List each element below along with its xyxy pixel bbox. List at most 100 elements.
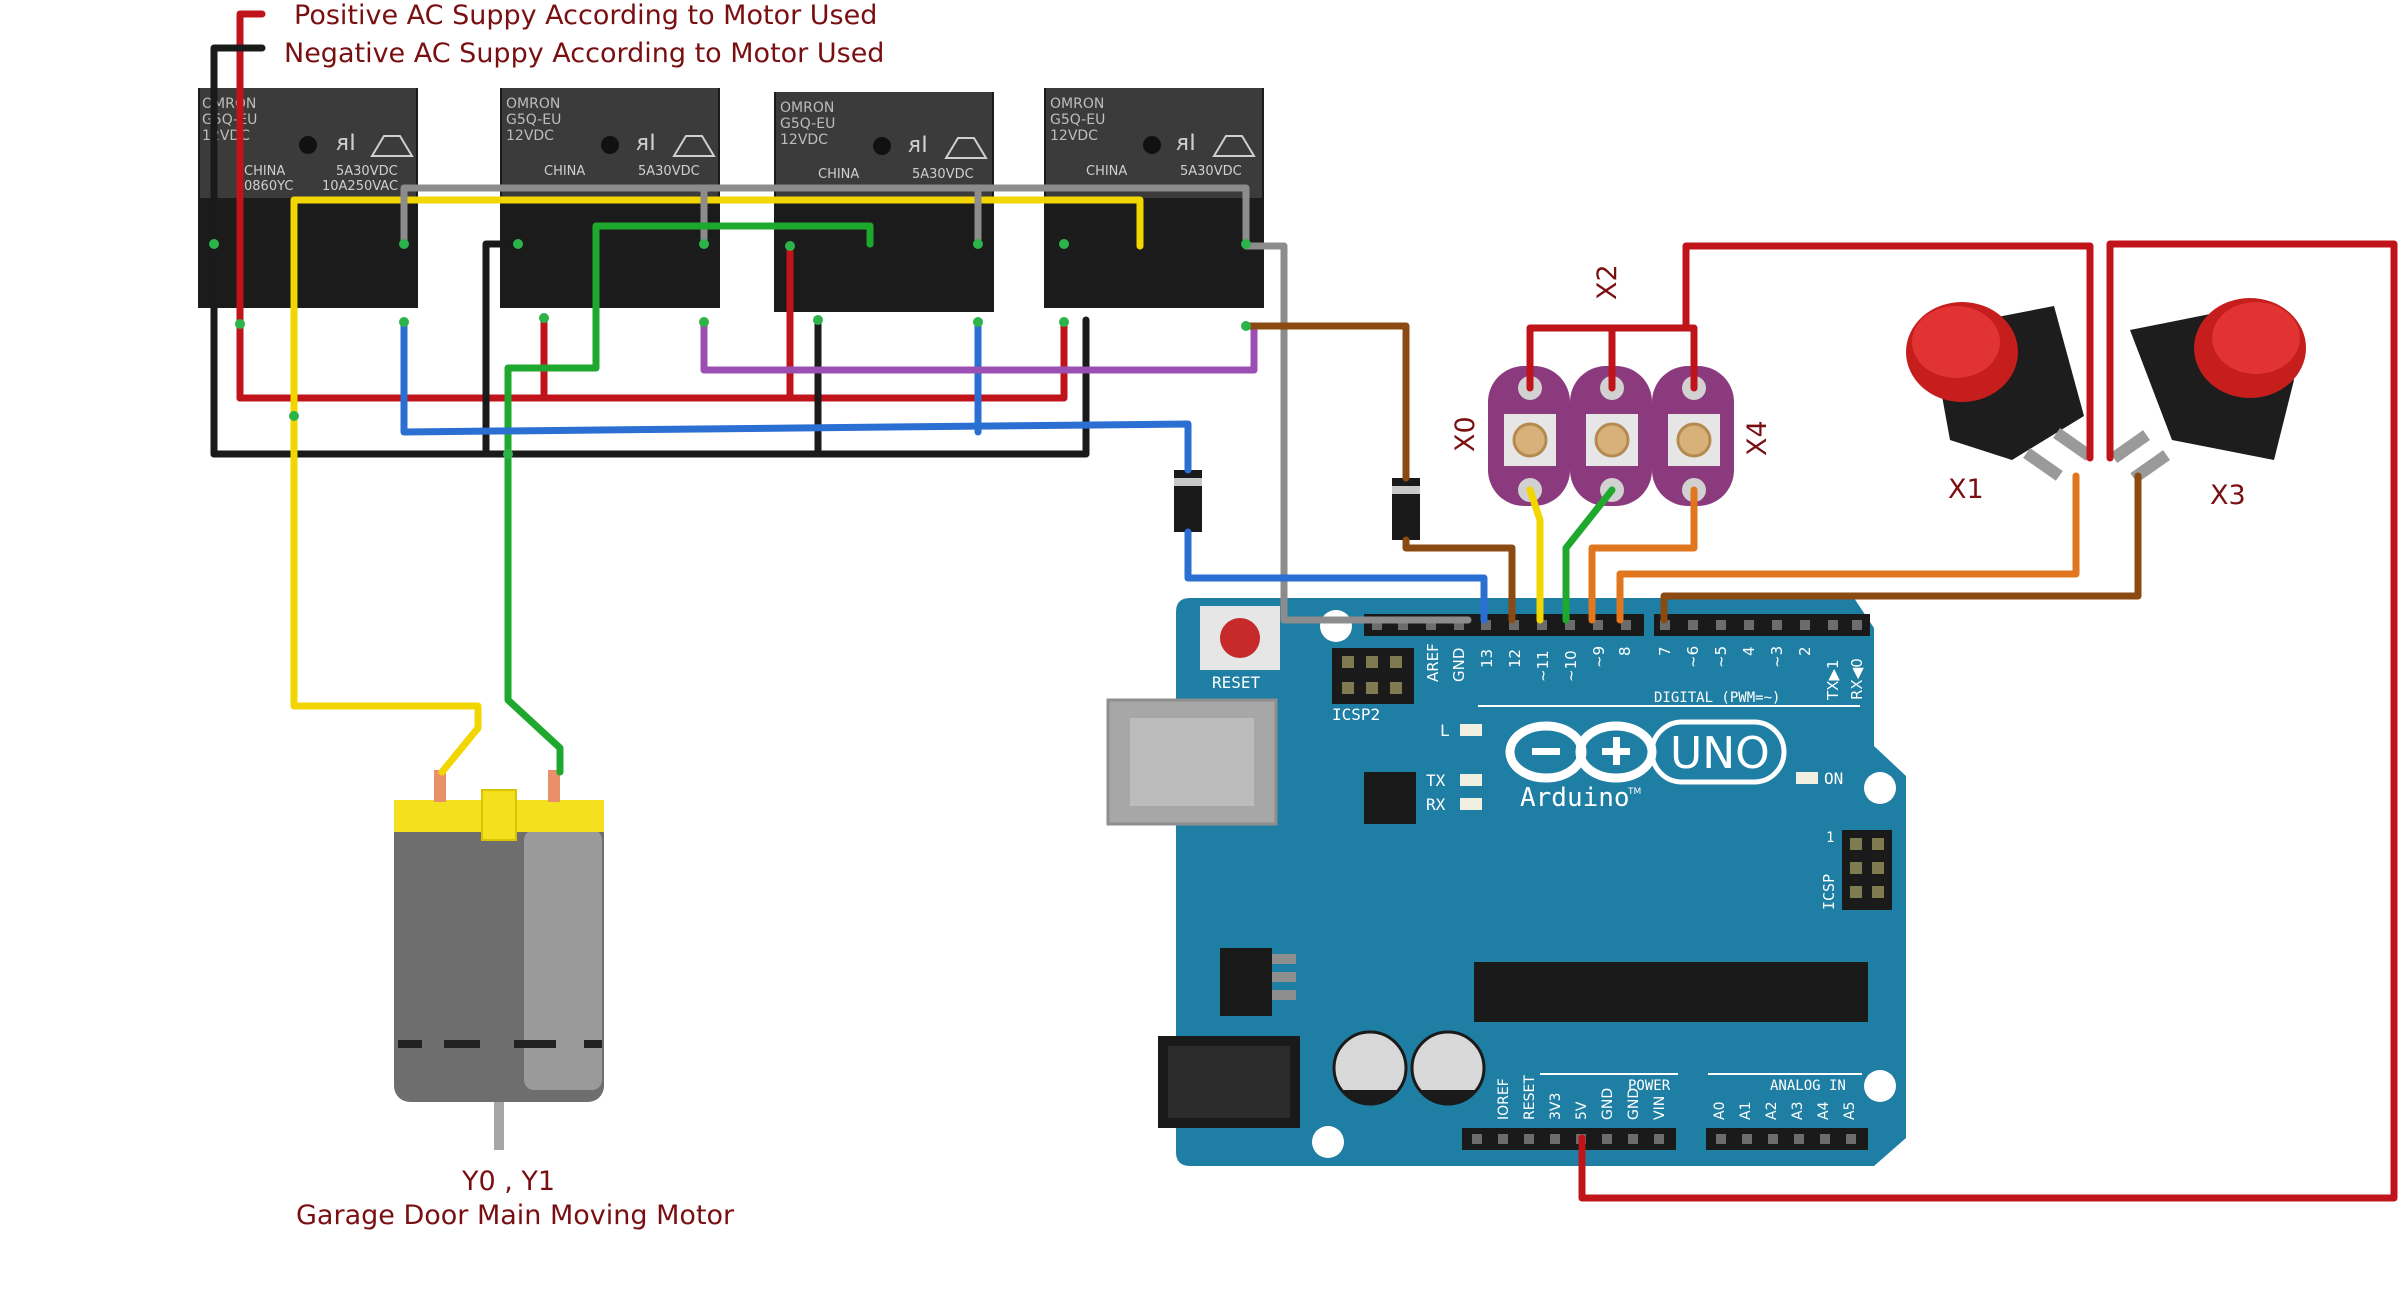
header-analog [1706, 1128, 1868, 1150]
relay-1-model: G5Q-EU [202, 112, 257, 128]
icsp2-label: ICSP2 [1332, 705, 1380, 724]
pin-label: A0 [1712, 1102, 1728, 1120]
button-x3-label: X3 [2210, 480, 2246, 511]
pin-label: 3V3 [1548, 1093, 1564, 1120]
ul-mark-icon: ᴙI [1176, 131, 1196, 156]
pin-label: ~3 [1768, 646, 1786, 668]
digital-label: DIGITAL (PWM=~) [1654, 690, 1780, 706]
led-l [1460, 724, 1482, 736]
wire-green [504, 222, 874, 776]
led-l-label: L [1440, 721, 1450, 740]
pin-label: TX▶1 [1824, 659, 1842, 701]
relay-2-voltage: 12VDC [506, 128, 554, 144]
uno-label: UNO [1670, 728, 1770, 779]
junction-dots [209, 239, 1251, 459]
pin-label: RESET [1522, 1075, 1538, 1120]
relay-2-brand: OMRON [506, 96, 560, 112]
reset-button-cap[interactable] [1220, 618, 1260, 658]
icsp-label: ICSP [1820, 874, 1838, 910]
tactile-switch-icon [1652, 366, 1734, 506]
pin-label: GND [1600, 1088, 1616, 1120]
vde-mark-icon [1212, 135, 1256, 157]
wire-green [1562, 486, 1616, 624]
pin-label: GND [1626, 1088, 1642, 1120]
pin-label: 4 [1740, 646, 1758, 656]
wire-orange [1616, 472, 2080, 624]
wire-yellow [290, 196, 1144, 250]
relay-2-model: G5Q-EU [506, 112, 561, 128]
wire-orange [1588, 486, 1698, 624]
icsp-header [1842, 830, 1892, 910]
mount-hole [1320, 610, 1352, 642]
supply-negative-label: Negative AC Suppy According to Motor Use… [284, 38, 884, 69]
power-label: POWER [1628, 1078, 1671, 1094]
pin-label: 2 [1796, 646, 1814, 656]
wiring [210, 10, 2398, 1202]
wire-brown [1402, 536, 1516, 624]
switch-x4-label: X4 [1742, 420, 1773, 456]
vde-mark-icon [370, 135, 414, 157]
pin-label: A5 [1842, 1102, 1858, 1120]
pin-label: ~11 [1534, 650, 1552, 682]
mount-hole [1864, 772, 1896, 804]
wire-red [236, 318, 1068, 402]
pin-label: ~9 [1590, 646, 1608, 668]
relay-2-made: CHINA [544, 164, 585, 179]
arduino-uno-board: RESET ICSP2 AREF GND 13 12 ~11 ~10 [1106, 598, 1906, 1166]
arduino-brand: Arduino [1520, 783, 1630, 813]
relay-3-rating: 5A30VDC [912, 167, 974, 182]
dc-motor-icon [394, 770, 604, 1150]
capacitor-icon [1410, 1030, 1486, 1106]
pin-label: A3 [1790, 1102, 1806, 1120]
pin-label: IOREF [1496, 1078, 1512, 1120]
atmega-chip [1474, 962, 1868, 1022]
wire-red [1682, 242, 2094, 462]
pin-label: A2 [1764, 1102, 1780, 1120]
pin-label: 5V [1574, 1101, 1590, 1120]
wire-red [236, 10, 266, 328]
pin-label: ~5 [1712, 646, 1730, 668]
mount-hole [1312, 1126, 1344, 1158]
relay-3-made: CHINA [818, 167, 859, 182]
relay-1-rating: 5A30VDC [336, 164, 398, 179]
switch-x0-label: X0 [1450, 416, 1481, 452]
usb-chip [1364, 772, 1416, 824]
button-x1-label: X1 [1948, 474, 1984, 505]
analog-label: ANALOG IN [1770, 1078, 1846, 1094]
pin-label: ~6 [1684, 646, 1702, 668]
led-tx [1460, 774, 1482, 786]
wire-brown [1660, 472, 2142, 624]
annotation-labels: Positive AC Suppy According to Motor Use… [284, 0, 2246, 1231]
pin-label: RX◀0 [1848, 658, 1866, 700]
pin-label: VIN [1652, 1096, 1668, 1120]
relay-4-brand: OMRON [1050, 96, 1104, 112]
relay-3-brand: OMRON [780, 100, 834, 116]
pin-label: 13 [1478, 649, 1496, 668]
motor-name-label: Garage Door Main Moving Motor [296, 1200, 735, 1231]
capacitor-icon [1332, 1030, 1408, 1106]
led-rx [1460, 798, 1482, 810]
pin-label: AREF [1424, 643, 1442, 682]
tactile-switch-icon [1570, 366, 1652, 506]
pin-label: ~10 [1562, 650, 1580, 682]
wire-purple [700, 318, 1258, 374]
relay-3-voltage: 12VDC [780, 132, 828, 148]
relay-2-rating: 5A30VDC [638, 164, 700, 179]
pin-label: GND [1450, 648, 1468, 682]
motor-id-label: Y0 , Y1 [461, 1166, 555, 1197]
relay-4-made: CHINA [1086, 164, 1127, 179]
header-digital-low [1654, 614, 1870, 636]
ul-mark-icon: ᴙI [636, 131, 656, 156]
relay-4-voltage: 12VDC [1050, 128, 1098, 144]
trademark: TM [1627, 787, 1641, 797]
diode-icon [1174, 470, 1202, 532]
relay-1-brand: OMRON [202, 96, 256, 112]
pin-label: A4 [1816, 1101, 1832, 1120]
pin-label: 8 [1616, 646, 1634, 656]
vde-mark-icon [944, 137, 988, 159]
wire-yellow [290, 222, 482, 776]
relay-4-rating: 5A30VDC [1180, 164, 1242, 179]
tactile-switch-icon [1488, 366, 1570, 506]
pin-label: 7 [1656, 646, 1674, 656]
